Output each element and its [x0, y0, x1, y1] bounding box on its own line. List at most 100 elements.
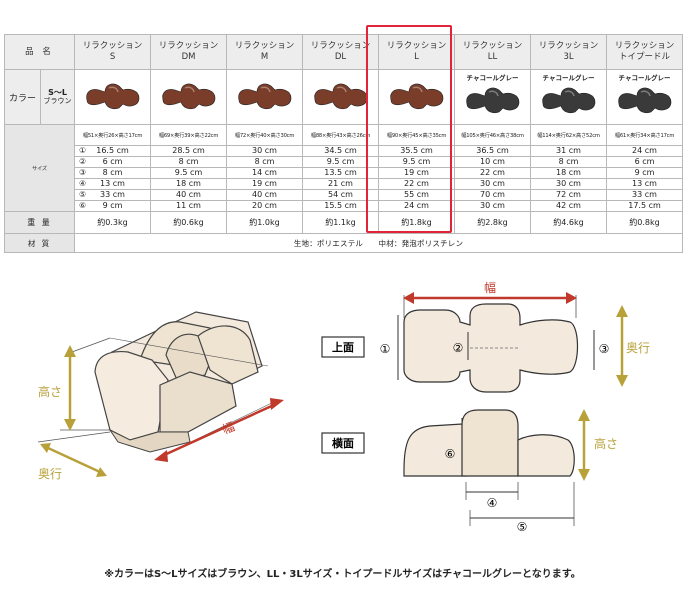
- product-image-cell-2: [226, 69, 304, 125]
- cushion-photo: [465, 87, 519, 114]
- dims-cell-5: 幅105×奥行46×高さ38cm: [454, 124, 532, 146]
- color-note: チャコールグレー: [542, 74, 595, 82]
- value-cell: 6 cm: [606, 156, 684, 168]
- cushion-photo: [541, 87, 595, 114]
- depth-label-top: 奥行: [626, 341, 650, 355]
- depth-label-3d: 奥行: [38, 467, 62, 481]
- value-cell: 19 cm: [226, 178, 304, 190]
- value-cell: 70 cm: [454, 189, 532, 201]
- height-label-side: 高さ: [594, 436, 618, 451]
- row-number: ⑤: [79, 190, 87, 200]
- weight-label: 重 量: [3, 211, 76, 234]
- product-name-line2: DM: [181, 52, 196, 62]
- dims-cell-1: 幅69×奥行39×高さ22cm: [150, 124, 228, 146]
- dims-cell-7: 幅61×奥行34×高さ17cm: [606, 124, 684, 146]
- weight-cell-6: 約4.6kg: [530, 211, 608, 234]
- product-name-line1: リラクッション: [386, 41, 447, 51]
- value-cell: 18 cm: [150, 178, 228, 190]
- cushion-photo: [389, 83, 443, 110]
- row-number: ①: [79, 146, 87, 156]
- value-cell: 40 cm: [226, 189, 304, 201]
- dim-4: ④: [487, 496, 498, 510]
- product-name-line1: リラクッション: [158, 41, 219, 51]
- row-number: ⑥: [79, 201, 87, 211]
- value-cell: 8 cm: [150, 156, 228, 168]
- product-name-line2: L: [414, 52, 419, 62]
- material-value: 生地：ポリエステル 中材：発泡ポリスチレン: [74, 233, 684, 253]
- top-view-diagram: 上面 幅 ① ② ③ 奥行: [321, 280, 650, 393]
- width-label-3d: 幅: [220, 419, 237, 437]
- value-cell: 36.5 cm: [454, 145, 532, 157]
- value-cell: 72 cm: [530, 189, 608, 201]
- product-image-cell-5: チャコールグレー: [454, 69, 532, 125]
- name-label: 品 名: [3, 34, 76, 70]
- value-cell: 8 cm: [530, 156, 608, 168]
- material-row: 材 質 生地：ポリエステル 中材：発泡ポリスチレン: [3, 233, 684, 253]
- top-view-label: 上面: [332, 340, 354, 354]
- weight-cell-7: 約0.8kg: [606, 211, 684, 234]
- cushion-photo: [313, 83, 367, 110]
- value-cell: 31 cm: [530, 145, 608, 157]
- row-number: ②: [79, 157, 87, 167]
- value-cell: 8 cm: [226, 156, 304, 168]
- product-name-line2: M: [260, 52, 269, 62]
- value-cell: ④ 13 cm: [74, 178, 152, 190]
- height-label-3d: 高さ: [38, 384, 62, 399]
- cushion-photo: [237, 83, 291, 110]
- value-cell: 10 cm: [454, 156, 532, 168]
- product-name-line2: LL: [487, 52, 498, 62]
- footer-note: ※カラーはS～Lサイズはブラウン、LL・3Lサイズ・トイプードルサイズはチャコー…: [104, 569, 581, 580]
- weight-cell-2: 約1.0kg: [226, 211, 304, 234]
- weight-cell-0: 約0.3kg: [74, 211, 152, 234]
- dim-5: ⑤: [517, 520, 528, 534]
- value-text: 9 cm: [102, 201, 123, 211]
- cushion-3d-illustration: 高さ 奥行 幅: [37, 311, 284, 481]
- value-cell: 42 cm: [530, 200, 608, 212]
- row-number: ④: [79, 179, 87, 189]
- value-cell: 22 cm: [454, 167, 532, 179]
- color-brown: ブラウン: [43, 97, 72, 105]
- value-cell: 13 cm: [606, 178, 684, 190]
- material-label: 材 質: [3, 233, 76, 253]
- color-note: チャコールグレー: [466, 74, 519, 82]
- product-name-line1: リラクッション: [462, 41, 523, 51]
- product-name-line2: S: [109, 52, 116, 62]
- dims-cell-0: 幅51×奥行26×高さ17cm: [74, 124, 152, 146]
- width-label-top: 幅: [484, 280, 496, 295]
- product-name-line1: リラクッション: [82, 41, 143, 51]
- cushion-photo: [161, 83, 215, 110]
- color-note: チャコールグレー: [618, 74, 671, 82]
- product-name-line2: トイプードル: [619, 52, 671, 62]
- color-range: S～L: [48, 88, 67, 97]
- color-label: カラー: [4, 69, 41, 125]
- product-name-line2: 3L: [563, 52, 574, 62]
- product-name-line1: リラクッション: [614, 41, 675, 51]
- value-text: 13 cm: [100, 179, 125, 189]
- value-cell: ⑥ 9 cm: [74, 200, 152, 212]
- value-cell: 17.5 cm: [606, 200, 684, 212]
- value-cell: 30 cm: [454, 178, 532, 190]
- product-image-cell-0: [74, 69, 152, 125]
- product-image-cell-1: [150, 69, 228, 125]
- dim-3: ③: [599, 342, 610, 356]
- value-cell: 33 cm: [606, 189, 684, 201]
- dims-cell-6: 幅114×奥行62×高さ52cm: [530, 124, 608, 146]
- highlight-box: [366, 25, 452, 233]
- side-view-label: 横面: [332, 436, 354, 450]
- value-cell: 24 cm: [606, 145, 684, 157]
- product-name-line2: DL: [334, 52, 347, 62]
- product-image-cell-6: チャコールグレー: [530, 69, 608, 125]
